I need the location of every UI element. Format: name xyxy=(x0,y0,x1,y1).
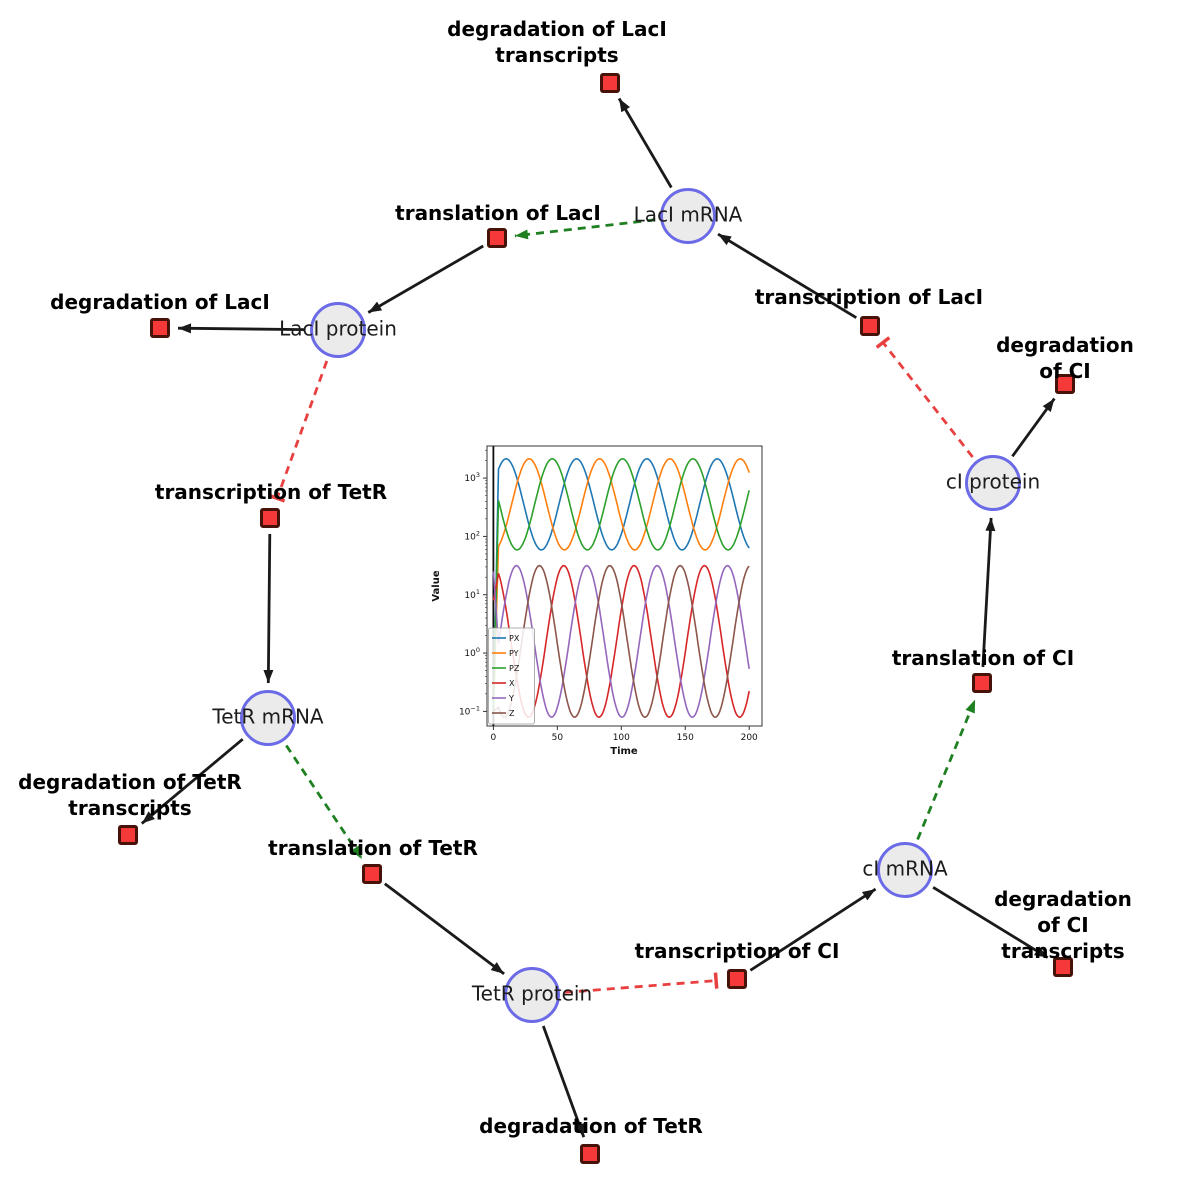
legend-label-PX: PX xyxy=(509,634,520,643)
species-node-tetr_protein[interactable] xyxy=(504,967,560,1023)
legend-box xyxy=(488,627,535,725)
reaction-label-deg_tetr: degradation of TetR xyxy=(479,1114,703,1138)
edge-production-tl_laci-laci_protein xyxy=(367,244,484,314)
legend-label-X: X xyxy=(509,679,515,688)
species-label-tetr_mrna: TetR mRNA xyxy=(212,704,324,729)
reaction-label-deg_ci: degradation of CI xyxy=(996,333,1134,383)
reaction-node-deg_laci_tx[interactable] xyxy=(600,73,620,93)
legend-label-PZ: PZ xyxy=(509,664,520,673)
edge-production-tx_ci-ci_mrna xyxy=(749,887,877,972)
series-PY xyxy=(492,457,750,712)
reaction-node-deg_laci[interactable] xyxy=(150,318,170,338)
reaction-label-deg_laci: degradation of LacI xyxy=(50,290,270,314)
x-tick-label: 50 xyxy=(552,733,564,743)
species-node-tetr_mrna[interactable] xyxy=(240,690,296,746)
series-X xyxy=(492,564,750,718)
reaction-node-tx_tetr[interactable] xyxy=(260,508,280,528)
edge-inhibition-ci_protein-tx_laci xyxy=(875,336,974,458)
y-tick-label: 100 xyxy=(464,646,480,659)
edge-consumption-ci_mrna-deg_ci_tx xyxy=(932,886,1049,959)
series-PX xyxy=(492,457,750,712)
edge-consumption-laci_protein-deg_laci xyxy=(177,323,306,334)
reaction-node-deg_tetr[interactable] xyxy=(580,1144,600,1164)
reaction-label-deg_laci_tx: degradation of LacI transcripts xyxy=(447,17,667,67)
reaction-node-tl_tetr[interactable] xyxy=(362,864,382,884)
reaction-label-tl_laci: translation of LacI xyxy=(395,201,601,225)
species-label-laci_mrna: LacI mRNA xyxy=(633,202,743,227)
reaction-node-tl_ci[interactable] xyxy=(972,673,992,693)
legend-label-PY: PY xyxy=(509,649,519,658)
plot-frame xyxy=(486,445,763,727)
species-node-ci_mrna[interactable] xyxy=(877,842,933,898)
series-Z xyxy=(492,564,750,718)
species-label-laci_protein: LacI protein xyxy=(279,316,397,341)
x-tick-label: 0 xyxy=(491,733,497,743)
species-label-ci_mrna: cI mRNA xyxy=(862,856,948,881)
legend-label-Y: Y xyxy=(508,694,514,703)
x-tick-label: 150 xyxy=(677,733,694,743)
x-tick-label: 100 xyxy=(613,733,630,743)
edge-consumption-tetr_protein-deg_tetr xyxy=(541,1025,586,1138)
y-tick-label: 102 xyxy=(464,529,480,542)
species-label-tetr_protein: TetR protein xyxy=(471,981,593,1006)
reaction-label-deg_tetr_tx: degradation of TetR transcripts xyxy=(18,770,242,820)
edge-production-tl_ci-ci_protein xyxy=(981,517,996,668)
reaction-node-deg_ci_tx[interactable] xyxy=(1053,957,1073,977)
reaction-label-tx_tetr: transcription of TetR xyxy=(154,480,388,504)
edge-modifier-tetr_mrna-tl_tetr xyxy=(285,744,364,860)
chart-ylabel: Value xyxy=(431,570,442,601)
species-label-ci_protein: cI protein xyxy=(945,469,1041,494)
x-tick-label: 200 xyxy=(741,733,758,743)
y-tick-label: 10−1 xyxy=(459,704,480,717)
reaction-label-tl_tetr: translation of TetR xyxy=(268,836,478,860)
edge-production-tl_tetr-tetr_protein xyxy=(383,882,505,976)
species-node-laci_mrna[interactable] xyxy=(660,188,716,244)
edge-modifier-ci_mrna-tl_ci xyxy=(916,699,977,841)
reaction-label-deg_ci_tx: degradation of CI transcripts xyxy=(994,887,1132,963)
edge-inhibition-laci_protein-tx_tetr xyxy=(268,360,329,503)
species-node-ci_protein[interactable] xyxy=(965,455,1021,511)
edge-consumption-ci_protein-deg_ci xyxy=(1011,397,1056,458)
edge-modifier-laci_mrna-tl_laci xyxy=(514,218,656,240)
edge-production-tx_laci-laci_mrna xyxy=(717,232,858,319)
reaction-label-tx_laci: transcription of LacI xyxy=(754,285,984,309)
reaction-node-tx_ci[interactable] xyxy=(727,969,747,989)
chart-xlabel: Time xyxy=(610,746,638,757)
edge-inhibition-tetr_protein-tx_ci xyxy=(564,972,719,994)
edge-consumption-laci_mrna-deg_laci_tx xyxy=(617,97,673,189)
reaction-label-tl_ci: translation of CI xyxy=(891,646,1075,670)
edge-consumption-tetr_mrna-deg_tetr_tx xyxy=(140,738,244,825)
reaction-label-tx_ci: transcription of CI xyxy=(634,939,840,963)
reaction-node-deg_tetr_tx[interactable] xyxy=(118,825,138,845)
y-tick-label: 101 xyxy=(464,588,480,601)
reaction-node-deg_ci[interactable] xyxy=(1055,374,1075,394)
edge-production-tx_tetr-tetr_mrna xyxy=(263,533,274,684)
series-PZ xyxy=(492,457,750,712)
series-Y xyxy=(492,564,750,718)
species-node-laci_protein[interactable] xyxy=(310,302,366,358)
reaction-node-tx_laci[interactable] xyxy=(860,316,880,336)
reaction-node-tl_laci[interactable] xyxy=(487,228,507,248)
legend-label-Z: Z xyxy=(509,709,515,718)
y-tick-label: 103 xyxy=(464,471,480,484)
